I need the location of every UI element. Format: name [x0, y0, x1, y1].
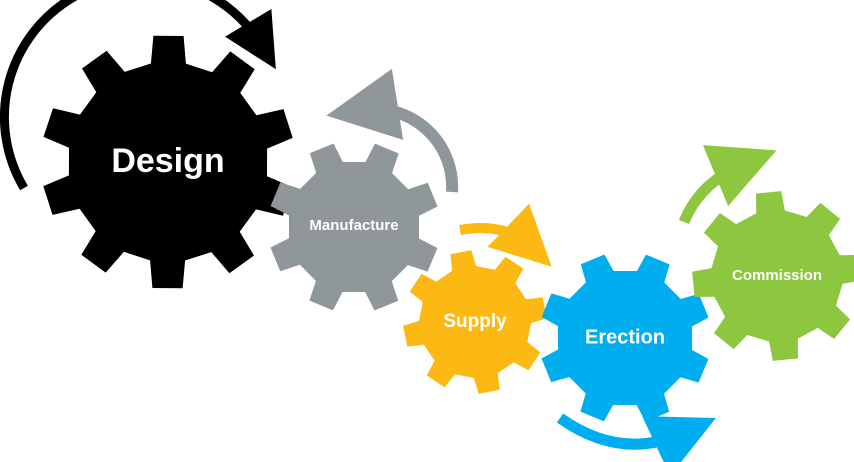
design-label: Design	[111, 142, 224, 180]
design-rotation-arrow	[0, 0, 276, 191]
design-gear	[43, 35, 293, 289]
manufacture-rotation-arrow	[326, 68, 459, 193]
manufacture-label: Manufacture	[309, 217, 398, 234]
supply-gear	[403, 250, 547, 394]
erection-gear	[541, 254, 709, 422]
erection-rotation-arrow	[556, 413, 716, 462]
commission-rotation-arrow	[678, 145, 777, 225]
supply-label: Supply	[443, 311, 507, 332]
supply-rotation-arrow	[459, 203, 552, 267]
manufacture-gear	[270, 143, 438, 311]
commission-label: Commission	[732, 267, 822, 284]
erection-label: Erection	[585, 326, 665, 348]
commission-gear	[692, 191, 854, 361]
